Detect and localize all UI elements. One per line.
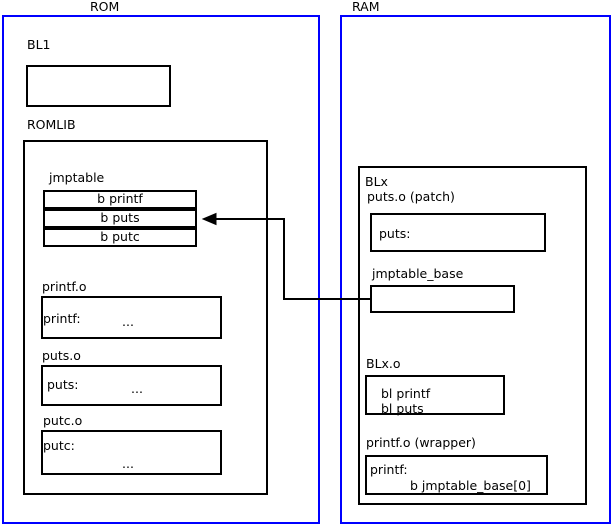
puts-patch-box (370, 213, 546, 252)
putc-o-box (41, 430, 222, 475)
puts-o-box (41, 365, 222, 406)
printf-o-label: printf.o (42, 279, 87, 294)
puts-o-body: ... (131, 381, 143, 396)
putc-o-symbol: putc: (43, 438, 75, 453)
printf-o-body: ... (122, 314, 134, 329)
bl1-label: BL1 (27, 37, 51, 52)
printf-wrapper-box (365, 455, 548, 495)
puts-o-label: puts.o (42, 348, 81, 363)
printf-wrapper-symbol: printf: (370, 462, 408, 477)
puts-o-symbol: puts: (47, 377, 79, 392)
printf-o-symbol: printf: (43, 311, 81, 326)
rom-region-label: ROM (90, 0, 120, 14)
jmptable-base-box (370, 285, 515, 313)
ram-region-label: RAM (352, 0, 380, 14)
blx-o-line-bl-printf: bl printf (381, 386, 431, 401)
jmptable-entry-b-printf: b printf (43, 190, 197, 209)
puts-patch-label: puts.o (patch) (367, 189, 455, 204)
blx-o-line-bl-puts: bl puts (381, 401, 424, 416)
blx-label: BLx (365, 174, 388, 189)
blx-o-label: BLx.o (366, 356, 401, 371)
jmptable-base-label: jmptable_base (372, 266, 464, 281)
jmptable-entry-b-puts: b puts (43, 209, 197, 228)
bl1-box (26, 65, 171, 107)
printf-wrapper-label: printf.o (wrapper) (366, 435, 476, 450)
putc-o-label: putc.o (43, 413, 83, 428)
putc-o-body: ... (122, 456, 134, 471)
romlib-label: ROMLIB (27, 117, 76, 132)
jmptable-entry-b-putc: b putc (43, 228, 197, 247)
blx-o-box (365, 375, 505, 415)
puts-patch-symbol: puts: (379, 226, 411, 241)
printf-wrapper-instruction: b jmptable_base[0] (410, 478, 531, 493)
jmptable-label: jmptable (49, 170, 105, 185)
printf-o-box (41, 296, 222, 339)
